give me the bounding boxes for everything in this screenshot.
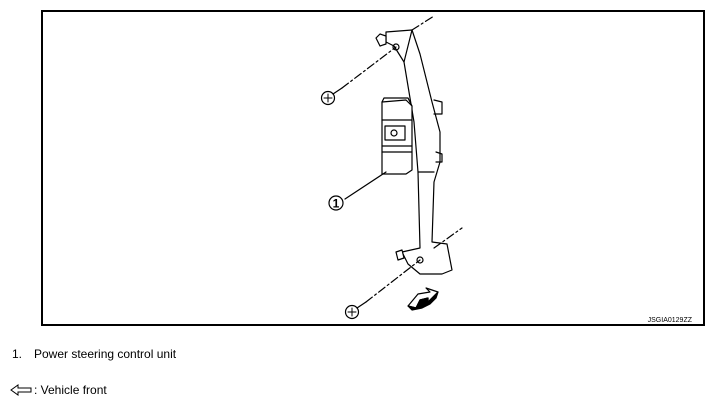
callout-1: 1	[328, 171, 387, 211]
figure-code: JSGIA0129ZZ	[648, 317, 693, 324]
legend-item-number: 1.	[12, 347, 23, 361]
front-arrow-icon	[10, 384, 32, 396]
front-arrow-figure-icon	[407, 287, 439, 311]
bolt-upper-icon	[320, 87, 343, 106]
illustration: 1 JSGIA0129ZZ	[320, 15, 693, 324]
legend-front-label: : Vehicle front	[34, 383, 107, 397]
figure-frame: 1 JSGIA0129ZZ	[41, 10, 705, 326]
callout-1-label: 1	[333, 197, 340, 211]
installation-lines	[341, 15, 463, 303]
bolt-lower-icon	[344, 301, 367, 320]
legend-vehicle-front: : Vehicle front	[10, 383, 107, 397]
legend-item-1: 1. Power steering control unit	[12, 347, 176, 361]
legend-item-label: Power steering control unit	[34, 347, 177, 361]
mounting-bracket	[375, 29, 453, 275]
